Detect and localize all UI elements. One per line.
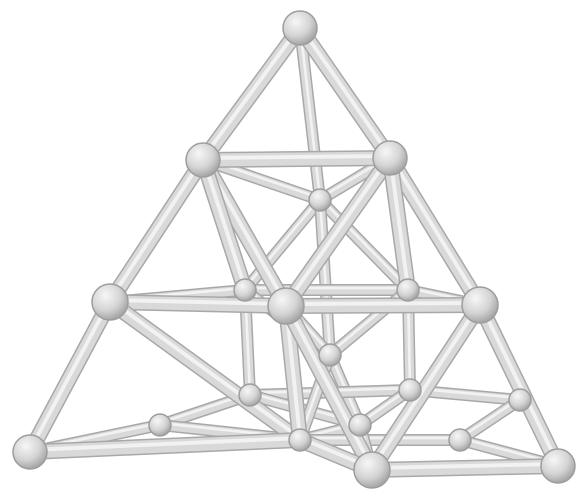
front-rod-10-highlight [110,300,300,438]
node-c4 [149,414,171,436]
front-rods [30,26,558,470]
node-c6 [289,429,311,451]
node-c8 [399,379,421,401]
node-a3 [309,189,331,211]
front-rod-8-highlight [286,303,480,304]
node-c10 [509,389,531,411]
front-rod-0-highlight [203,26,300,158]
node-c5 [449,429,471,451]
node-c7 [239,384,261,406]
node-c2 [354,452,390,488]
node-b1 [92,284,128,320]
node-a2 [373,141,407,175]
node-c1 [13,435,47,469]
front-rod-3-highlight [110,158,203,300]
node-apex [283,11,317,45]
node-a1 [186,143,220,177]
node-b4 [234,279,256,301]
node-c9 [349,414,371,436]
node-b5 [397,279,419,301]
node-c3 [541,449,575,483]
node-b3 [462,287,498,323]
front-rod-14-highlight [480,303,558,464]
node-b2 [268,288,304,324]
node-b6 [319,344,341,366]
front-rod-9-highlight [30,300,110,450]
front-rod-2-highlight [203,156,390,158]
